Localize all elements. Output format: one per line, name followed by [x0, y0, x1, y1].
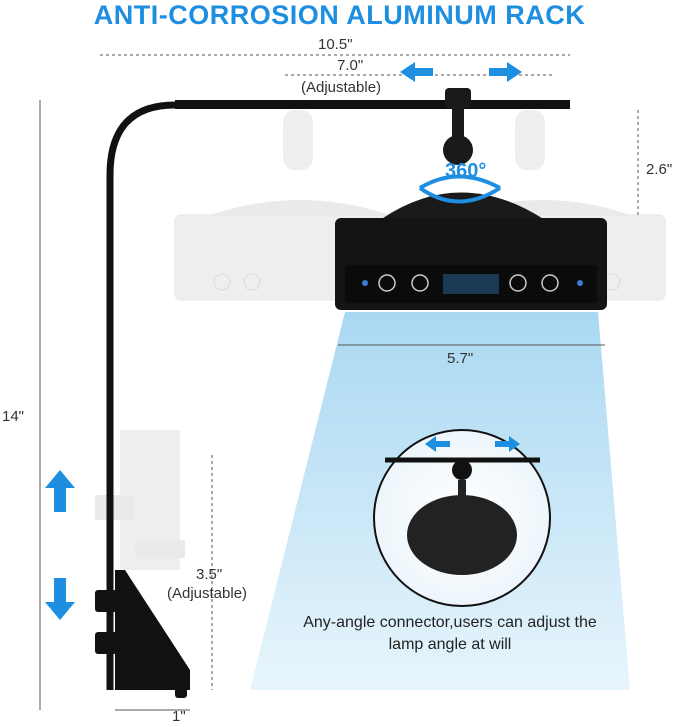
lamp-mount: [380, 88, 545, 220]
clamp-height-note: (Adjustable): [167, 585, 248, 602]
height-offset-label: 2.6": [646, 161, 673, 178]
detail-inset: [373, 429, 551, 607]
rotation-arrow-icon: [418, 174, 502, 204]
rotation-label: 360°: [445, 160, 487, 182]
adjust-width-label: 7.0": [337, 57, 364, 74]
ghost-clamp: [95, 430, 185, 570]
page-title: ANTI-CORROSION ALUMINUM RACK: [93, 0, 586, 30]
clamp: [95, 570, 190, 698]
clamp-height-label: 3.5": [196, 566, 223, 583]
caption: Any-angle connector,users can adjust the…: [303, 614, 597, 653]
total-width-label: 10.5": [318, 36, 353, 53]
total-height-label: 14": [2, 408, 25, 425]
adjust-width-note: (Adjustable): [301, 79, 382, 96]
adjust-arrow-icons: [45, 62, 522, 620]
lamp-width-label: 5.7": [447, 350, 474, 367]
lamp-body: [335, 218, 607, 310]
clamp-base-label: 1": [172, 708, 186, 725]
rack-arm: [106, 101, 570, 690]
